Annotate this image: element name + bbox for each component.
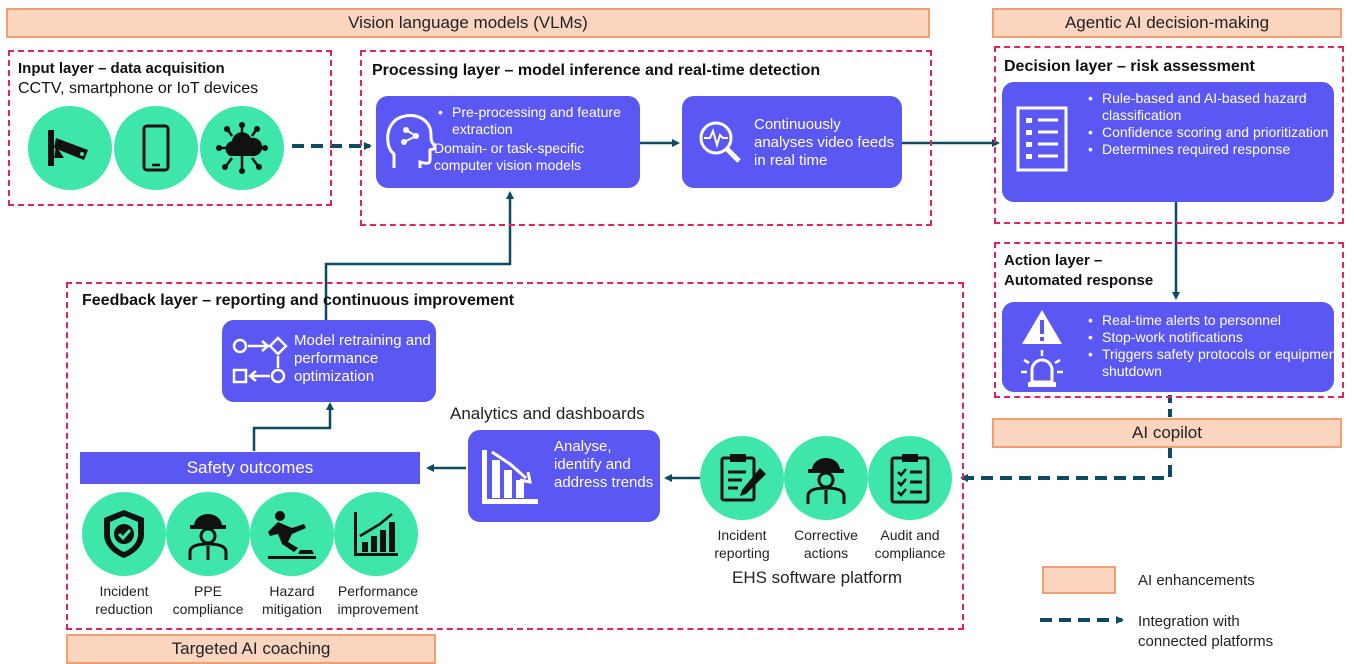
incident-reduction-circle bbox=[82, 492, 166, 576]
input-layer-subtitle: CCTV, smartphone or IoT devices bbox=[18, 80, 259, 97]
preprocessing-card: Pre-processing and feature extraction Do… bbox=[376, 96, 640, 188]
input-layer-box bbox=[8, 50, 332, 206]
safety-outcomes-bar: Safety outcomes bbox=[80, 452, 420, 484]
performance-improvement-caption: Performance improvement bbox=[337, 583, 419, 617]
safety-outcomes-label: Safety outcomes bbox=[186, 458, 314, 477]
incident-reduction-caption: Incident reduction bbox=[95, 583, 153, 617]
copilot-banner: AI copilot bbox=[992, 418, 1342, 448]
warning-icon bbox=[1022, 310, 1062, 344]
siren-icon bbox=[1021, 350, 1063, 387]
ppe-compliance-caption: PPE compliance bbox=[172, 583, 244, 617]
hazard-mitigation-circle bbox=[250, 492, 334, 576]
analytics-label: Analytics and dashboards bbox=[450, 404, 645, 423]
decision-layer-title: Decision layer – risk assessment bbox=[1004, 58, 1255, 75]
action-layer-box bbox=[994, 242, 1344, 398]
ehs-platform-label: EHS software platform bbox=[732, 568, 903, 587]
decision-bullet-1: Rule-based and AI-based hazard classific… bbox=[1088, 90, 1342, 124]
decision-bullet-2: Confidence scoring and prioritization bbox=[1088, 124, 1342, 141]
vlm-banner-label: Vision language models (VLMs) bbox=[348, 13, 588, 32]
feedback-layer-box bbox=[66, 282, 964, 630]
audit-compliance-circle bbox=[868, 436, 952, 520]
action-layer-title-2: Automated response bbox=[1004, 272, 1154, 289]
smartphone-icon bbox=[142, 124, 170, 172]
legend-ai-enhancements-label: AI enhancements bbox=[1138, 572, 1255, 589]
retraining-text: Model retraining and performance optimiz… bbox=[294, 332, 431, 385]
declining-chart-icon bbox=[482, 450, 538, 504]
analysis-card-text: Continuously analyses video feeds in rea… bbox=[754, 116, 895, 169]
decision-layer-box bbox=[994, 46, 1344, 224]
coaching-banner: Targeted AI coaching bbox=[66, 634, 436, 664]
incident-reporting-circle bbox=[700, 436, 784, 520]
legend-ai-enhancements-swatch bbox=[1042, 566, 1116, 594]
arrow-retraining-processing bbox=[324, 191, 514, 320]
cctv-camera-icon bbox=[48, 130, 88, 166]
audit-compliance-caption: Audit and compliance bbox=[874, 527, 946, 561]
processing-layer-box bbox=[360, 50, 932, 226]
growth-chart-icon bbox=[354, 512, 398, 556]
action-bullet-3: Triggers safety protocols or equipment s… bbox=[1088, 346, 1342, 380]
analysis-card: Continuously analyses video feeds in rea… bbox=[682, 96, 902, 188]
smartphone-circle bbox=[114, 106, 198, 190]
processing-layer-title: Processing layer – model inference and r… bbox=[372, 62, 821, 79]
analytics-text: Analyse, identify and address trends bbox=[554, 438, 654, 491]
integration-arrow-copilot-ehs bbox=[960, 446, 1172, 482]
vlm-banner: Vision language models (VLMs) bbox=[6, 8, 930, 38]
arrow-outcomes-retraining bbox=[252, 402, 334, 451]
agentic-banner: Agentic AI decision-making bbox=[992, 8, 1342, 38]
action-card: Real-time alerts to personnel Stop-work … bbox=[1002, 302, 1340, 392]
slip-fall-icon bbox=[268, 511, 316, 559]
incident-reporting-caption: Incident reporting bbox=[714, 527, 770, 561]
shield-check-icon bbox=[104, 510, 144, 558]
corrective-actions-circle bbox=[784, 436, 868, 520]
action-bullet-1: Real-time alerts to personnel bbox=[1088, 312, 1342, 329]
brain-head-icon bbox=[386, 114, 436, 168]
performance-improvement-circle bbox=[334, 492, 418, 576]
cctv-circle bbox=[28, 106, 112, 190]
action-bullet-2: Stop-work notifications bbox=[1088, 329, 1342, 346]
workflow-icon bbox=[232, 336, 288, 384]
iot-cloud-icon bbox=[216, 122, 268, 174]
legend-integration-label: Integration with connected platforms bbox=[1138, 613, 1274, 650]
hardhat-worker-icon bbox=[188, 514, 228, 560]
decision-bullet-3: Determines required response bbox=[1088, 141, 1342, 158]
magnifier-waveform-icon bbox=[699, 121, 741, 163]
agentic-banner-label: Agentic AI decision-making bbox=[1064, 13, 1270, 32]
retraining-card: Model retraining and performance optimiz… bbox=[222, 320, 436, 402]
clipboard-checklist-icon bbox=[890, 454, 930, 504]
ppe-compliance-circle bbox=[166, 492, 250, 576]
iot-circle bbox=[200, 106, 284, 190]
decision-card: Rule-based and AI-based hazard classific… bbox=[1002, 82, 1334, 202]
hazard-mitigation-caption: Hazard mitigation bbox=[262, 583, 322, 617]
corrective-actions-caption: Corrective actions bbox=[794, 527, 858, 561]
hardhat-worker-icon bbox=[806, 458, 846, 504]
analytics-card: Analyse, identify and address trends bbox=[468, 430, 660, 522]
input-layer-title: Input layer – data acquisition bbox=[18, 60, 225, 77]
checklist-icon bbox=[1016, 106, 1068, 172]
clipboard-pencil-icon bbox=[720, 454, 766, 502]
preprocessing-bullet-1: Pre-processing and feature extraction bbox=[452, 104, 621, 137]
copilot-banner-label: AI copilot bbox=[1132, 423, 1202, 442]
coaching-banner-label: Targeted AI coaching bbox=[171, 639, 331, 658]
feedback-layer-title: Feedback layer – reporting and continuou… bbox=[82, 292, 515, 309]
preprocessing-bullet-2: Domain- or task-specific computer vision… bbox=[434, 140, 585, 173]
action-layer-title-1: Action layer – bbox=[1004, 252, 1103, 269]
